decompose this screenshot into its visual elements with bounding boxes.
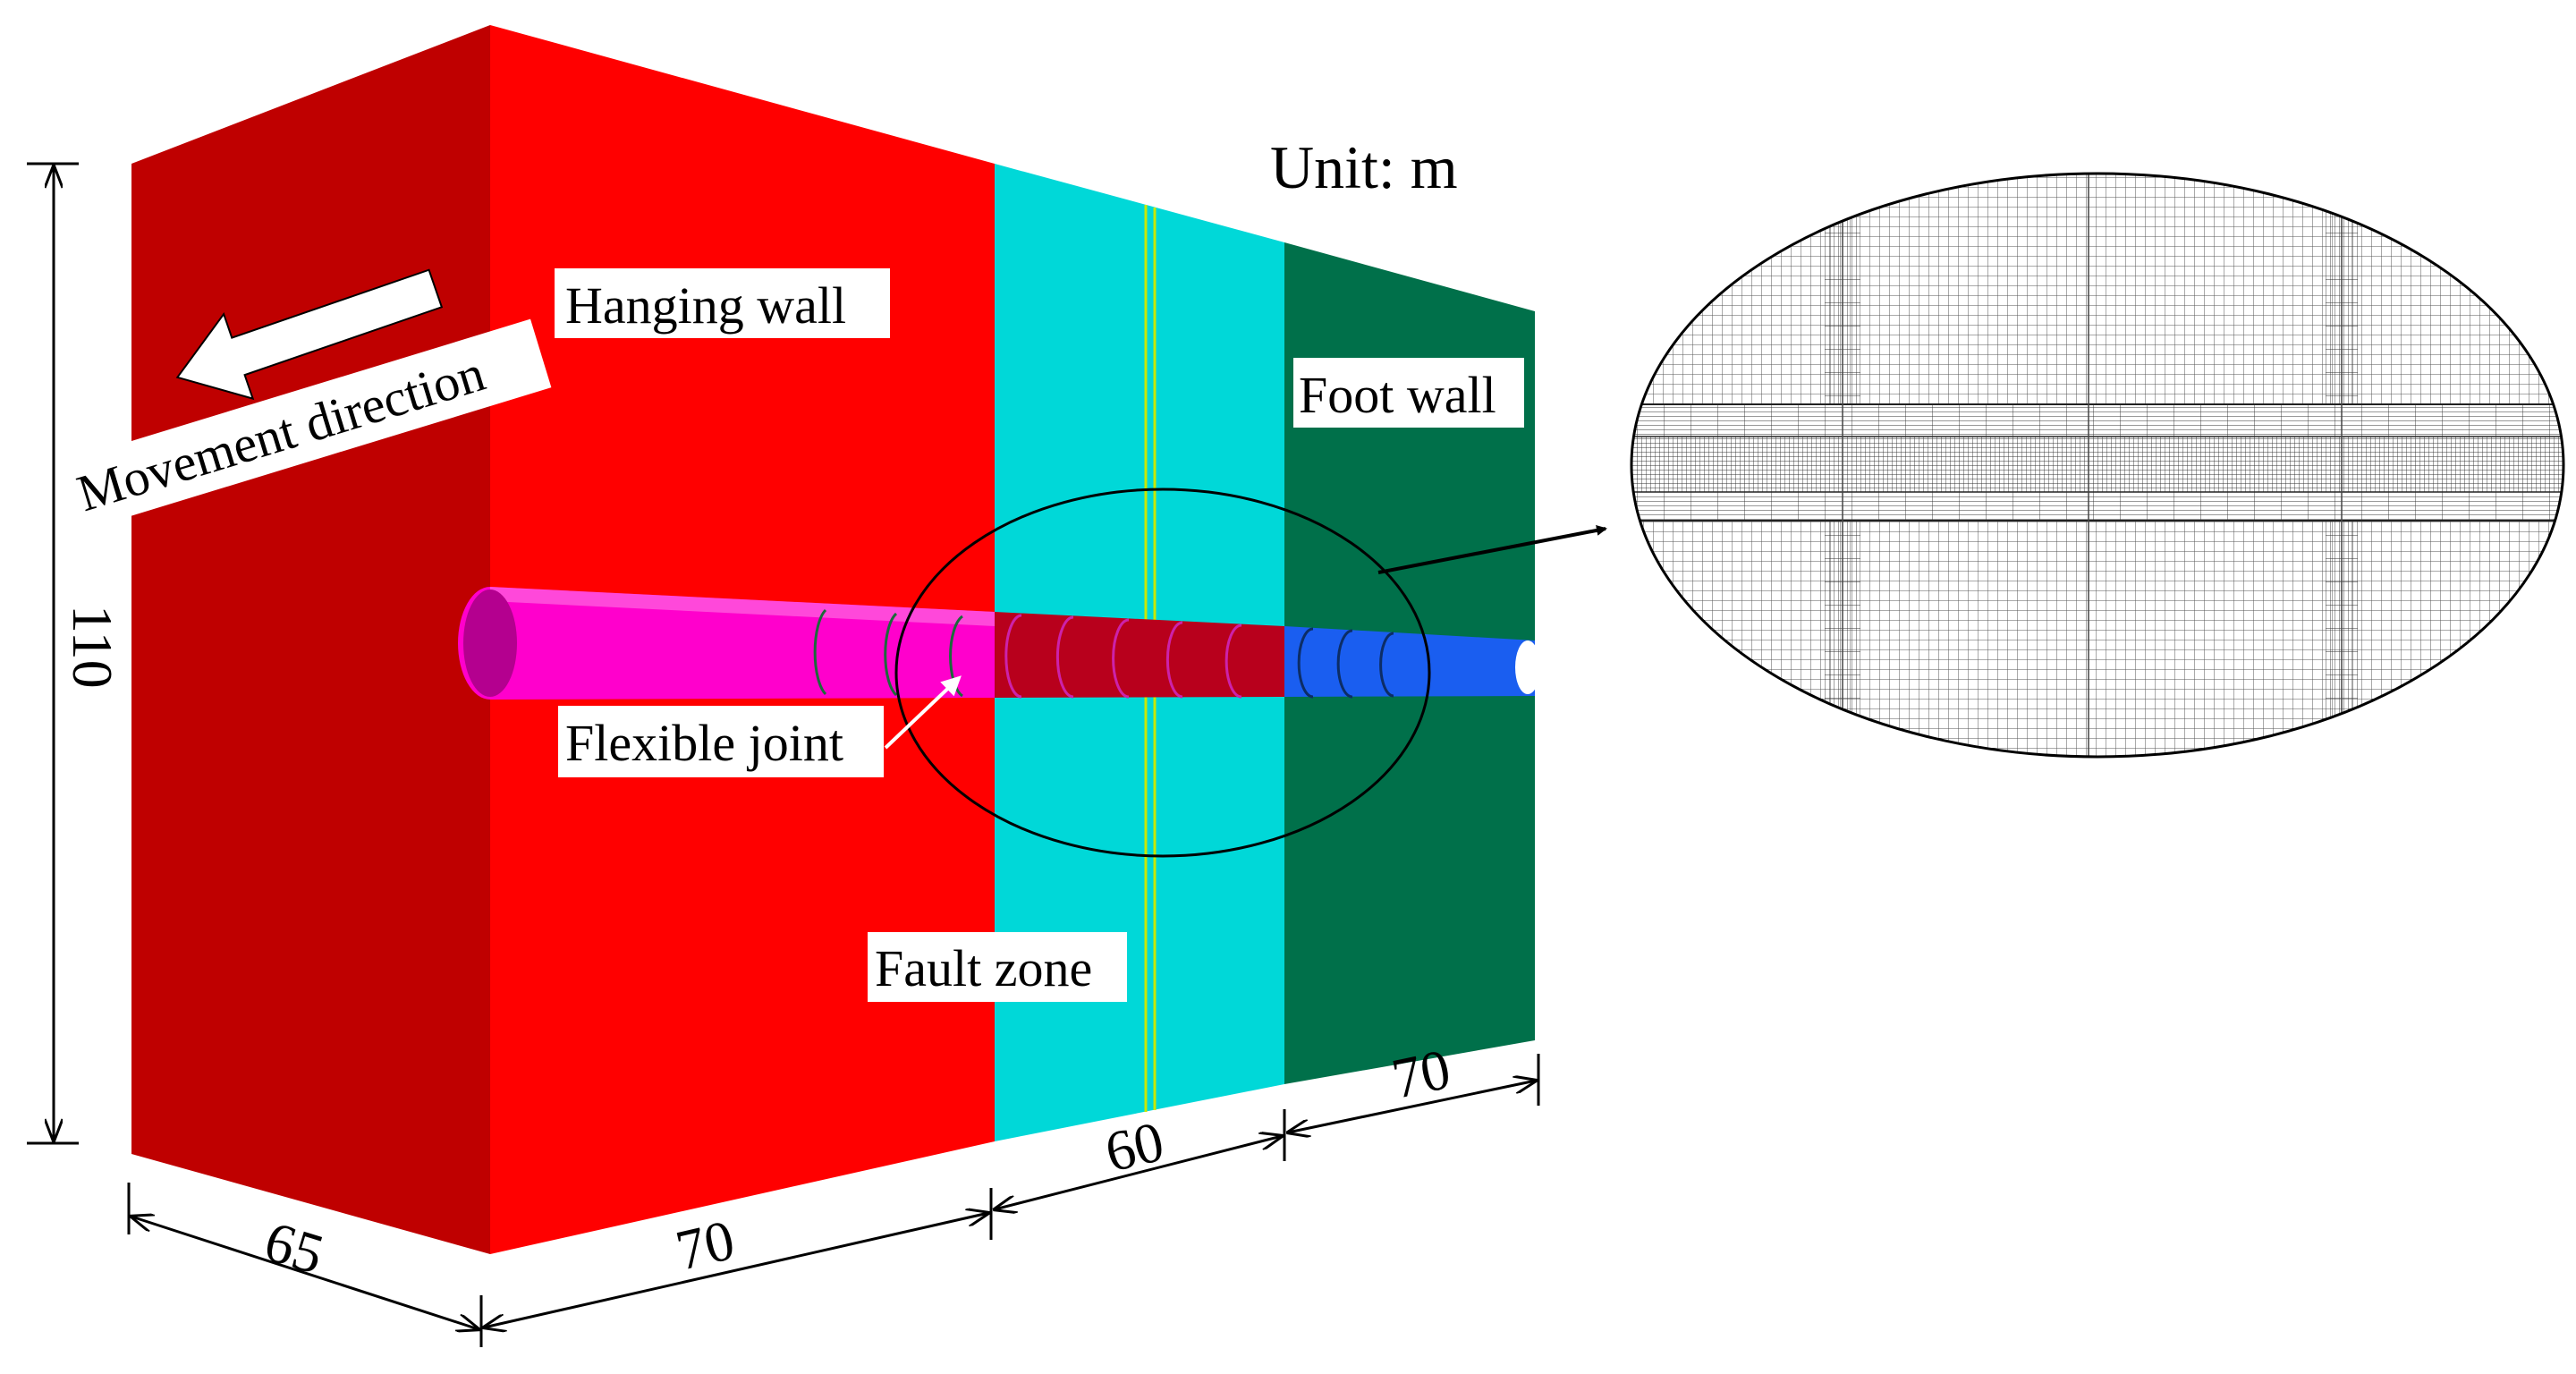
joint-ring [1004,614,1022,699]
tunnel-portal [463,589,517,697]
left-arrow-icon [175,268,444,401]
joint-ring [1165,621,1183,699]
dim-depth-label: 65 [258,1209,331,1286]
right-arrow-icon [1377,525,1607,574]
joint-ring [884,612,898,697]
mesh-detail-view [1630,172,2565,759]
joint-ring [813,608,827,696]
dim-hanging-wall-line [484,1213,988,1327]
tunnel [458,587,1540,700]
flexible-joint-pointer [884,675,962,750]
tunnel-segment-fault-zone [995,612,1284,698]
mesh-tunnel-core [1631,437,2563,492]
dim-hanging-wall-label: 70 [670,1208,740,1283]
focus-ellipse [894,488,1431,858]
joint-ring [1224,623,1242,699]
hanging-wall-label: Hanging wall [565,276,846,335]
joint-ring [1336,629,1353,699]
dim-height-label: 110 [61,605,124,689]
dim-depth-line [131,1217,479,1329]
fault-zone-label: Fault zone [875,939,1092,997]
flexible-joint-rings [813,608,1394,699]
tunnel-exit [1515,640,1540,694]
joint-ring [1055,615,1074,699]
foot-wall-label-bg [1293,358,1524,428]
tunnel-segment-foot-wall [1284,626,1535,697]
movement-direction-label-bg [61,318,552,531]
foot-wall-label: Foot wall [1299,366,1496,424]
hanging-wall-side-face [131,25,490,1254]
fault-zone-label-bg [868,932,1127,1002]
tunnel-top-highlight [490,587,995,626]
dimension-lines [27,162,1540,1347]
unit-label: Unit: m [1270,133,1458,201]
dim-fault-zone-line [995,1136,1282,1209]
dim-foot-wall-label: 70 [1386,1037,1455,1111]
dim-fault-zone-label: 60 [1099,1109,1169,1184]
dim-foot-wall-line [1288,1081,1536,1132]
joint-ring [1379,632,1394,698]
flexible-joint-label: Flexible joint [565,714,843,772]
joint-ring [1297,627,1314,699]
movement-arrow [175,268,444,401]
hanging-wall-label-bg [555,268,890,338]
flexible-joint-label-bg [558,706,884,777]
joint-ring [1112,618,1130,699]
mesh-detail-border [1630,172,2565,759]
